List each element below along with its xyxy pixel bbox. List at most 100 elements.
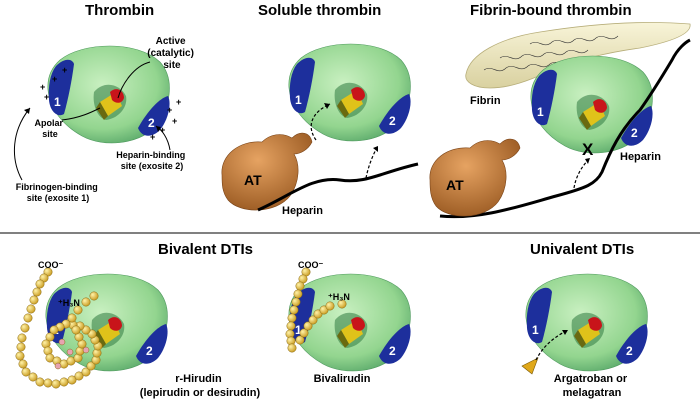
hirudin-bead bbox=[51, 379, 61, 389]
panel-bivalent-dtis: Bivalent DTIs 1 2 1 2 COO⁻ ⁺H₃N COO⁻ ⁺H₃… bbox=[15, 241, 411, 399]
fibrin-label: Fibrin bbox=[470, 95, 501, 107]
exosite-2-charges: + + + + + bbox=[150, 97, 181, 142]
at-label-fibrin: AT bbox=[446, 177, 464, 193]
hirudin-bead bbox=[86, 361, 96, 371]
fibrinogen-site-pointer bbox=[13, 107, 31, 181]
exosite-1-charges: + + + + bbox=[40, 65, 67, 102]
svg-text:+: + bbox=[40, 82, 45, 92]
panel-fibrin-bound-thrombin: Fibrin-bound thrombin Fibrin 1 2 Heparin… bbox=[429, 2, 691, 219]
hirudin-label: r-Hirudin (lepirudin or desirudin) bbox=[140, 373, 261, 399]
svg-text:+: + bbox=[44, 92, 49, 102]
svg-text:+: + bbox=[176, 97, 181, 107]
heparin-label-fibrin: Heparin bbox=[620, 151, 661, 163]
blocked-x-symbol: X bbox=[582, 140, 594, 159]
hirudin-disulfide-bead bbox=[66, 348, 74, 356]
bivalirudin-bead bbox=[299, 328, 309, 338]
bivalirudin-bead bbox=[303, 321, 313, 331]
thrombin-molecule: 1 2 bbox=[47, 45, 170, 144]
hirudin-bead bbox=[20, 323, 30, 333]
svg-text:1: 1 bbox=[532, 323, 539, 337]
svg-text:2: 2 bbox=[389, 344, 396, 358]
hirudin-bead bbox=[43, 378, 53, 388]
univalent-thrombin-molecule: 1 2 bbox=[525, 273, 648, 372]
exosite-1-number: 1 bbox=[54, 95, 61, 109]
exosite-2-number: 2 bbox=[148, 116, 155, 130]
svg-text:+: + bbox=[160, 125, 165, 135]
hirudin-bead bbox=[59, 377, 69, 387]
bivalirudin-bead bbox=[325, 301, 335, 311]
bivalirudin-peptide-chain bbox=[285, 267, 347, 353]
bivalirudin-bead bbox=[337, 299, 347, 309]
svg-text:1: 1 bbox=[295, 93, 302, 107]
panel-title-bivalent: Bivalent DTIs bbox=[158, 241, 253, 258]
hirudin-bead bbox=[32, 287, 42, 297]
bivalirudin-bead bbox=[286, 321, 296, 331]
hirudin-bead bbox=[81, 367, 91, 377]
hirudin-bead bbox=[18, 359, 28, 369]
apolar-site-label: Apolar site bbox=[34, 118, 65, 139]
hirudin-bead bbox=[49, 325, 59, 335]
hirudin-bead bbox=[71, 325, 81, 335]
svg-text:2: 2 bbox=[389, 114, 396, 128]
hirudin-bead bbox=[35, 279, 45, 289]
heparin-binding-site-label: Heparin-binding site (exosite 2) bbox=[116, 150, 188, 171]
panel-title-fibrin-bound: Fibrin-bound thrombin bbox=[470, 2, 632, 19]
svg-text:+: + bbox=[172, 116, 177, 126]
hirudin-disulfide-bead bbox=[54, 362, 62, 370]
apolar-site-pointer bbox=[61, 107, 101, 121]
hirudin-bead bbox=[23, 313, 33, 323]
svg-text:+: + bbox=[167, 105, 172, 115]
svg-text:1: 1 bbox=[537, 105, 544, 119]
hirudin-bead bbox=[81, 297, 91, 307]
hirudin-peptide-chain bbox=[15, 267, 103, 389]
hirudin-bead bbox=[28, 372, 38, 382]
hirudin-bead bbox=[67, 375, 77, 385]
bivalirudin-bead bbox=[295, 335, 305, 345]
bivalirudin-bead bbox=[287, 313, 297, 323]
antithrombin-soluble: AT bbox=[221, 132, 313, 211]
hirudin-bead bbox=[21, 367, 31, 377]
panel-thrombin: Thrombin 1 2 + + + + + + + + + Active (c… bbox=[13, 2, 194, 203]
fibrin-bound-thrombin-molecule: 1 2 bbox=[530, 55, 653, 154]
svg-text:2: 2 bbox=[146, 344, 153, 358]
hirudin-disulfide-bead bbox=[82, 346, 90, 354]
heparin-to-exosite2-arrow bbox=[365, 145, 379, 179]
hirudin-bead bbox=[29, 295, 39, 305]
soluble-thrombin-molecule: 1 2 bbox=[288, 43, 411, 142]
hirudin-bead bbox=[16, 342, 26, 352]
panel-univalent-dtis: Univalent DTIs 1 2 Argatroban or melagat… bbox=[521, 241, 648, 399]
bivalirudin-label: Bivalirudin bbox=[314, 373, 371, 385]
svg-text:2: 2 bbox=[626, 344, 633, 358]
hirudin-disulfide-bead bbox=[58, 338, 66, 346]
bivalirudin-thrombin-molecule: 1 2 bbox=[288, 273, 411, 372]
bivalirudin-coo-label: COO⁻ bbox=[298, 260, 324, 270]
heparin-chain-fibrin bbox=[439, 38, 691, 219]
hirudin-nh-label: ⁺H₃N bbox=[58, 298, 80, 308]
hirudin-bead bbox=[26, 304, 36, 314]
heparin-chain-soluble bbox=[257, 162, 419, 212]
argatroban-molecule bbox=[521, 357, 539, 375]
fibrinogen-binding-site-label: Fibrinogen-binding site (exosite 1) bbox=[16, 182, 101, 203]
hirudin-bead bbox=[45, 332, 55, 342]
panel-title-soluble: Soluble thrombin bbox=[258, 2, 381, 19]
svg-text:+: + bbox=[52, 74, 57, 84]
svg-text:+: + bbox=[150, 132, 155, 142]
bivalirudin-bead bbox=[291, 297, 301, 307]
bivalirudin-nh-label: ⁺H₃N bbox=[328, 292, 350, 302]
hirudin-bead bbox=[35, 377, 45, 387]
panel-soluble-thrombin: Soluble thrombin 1 2 AT Heparin bbox=[221, 2, 419, 217]
bivalirudin-bead bbox=[287, 343, 297, 353]
antithrombin-fibrin: AT bbox=[429, 138, 521, 217]
hirudin-bead bbox=[67, 313, 77, 323]
bivalirudin-bead bbox=[293, 289, 303, 299]
panel-title-univalent: Univalent DTIs bbox=[530, 241, 634, 258]
hirudin-coo-label: COO⁻ bbox=[38, 260, 64, 270]
heparin-label-soluble: Heparin bbox=[282, 205, 323, 217]
bivalirudin-bead bbox=[308, 315, 318, 325]
hirudin-bead bbox=[17, 333, 27, 343]
hirudin-bead bbox=[15, 351, 25, 361]
svg-text:+: + bbox=[62, 65, 67, 75]
bivalirudin-bead bbox=[295, 281, 305, 291]
bivalirudin-bead bbox=[289, 305, 299, 315]
